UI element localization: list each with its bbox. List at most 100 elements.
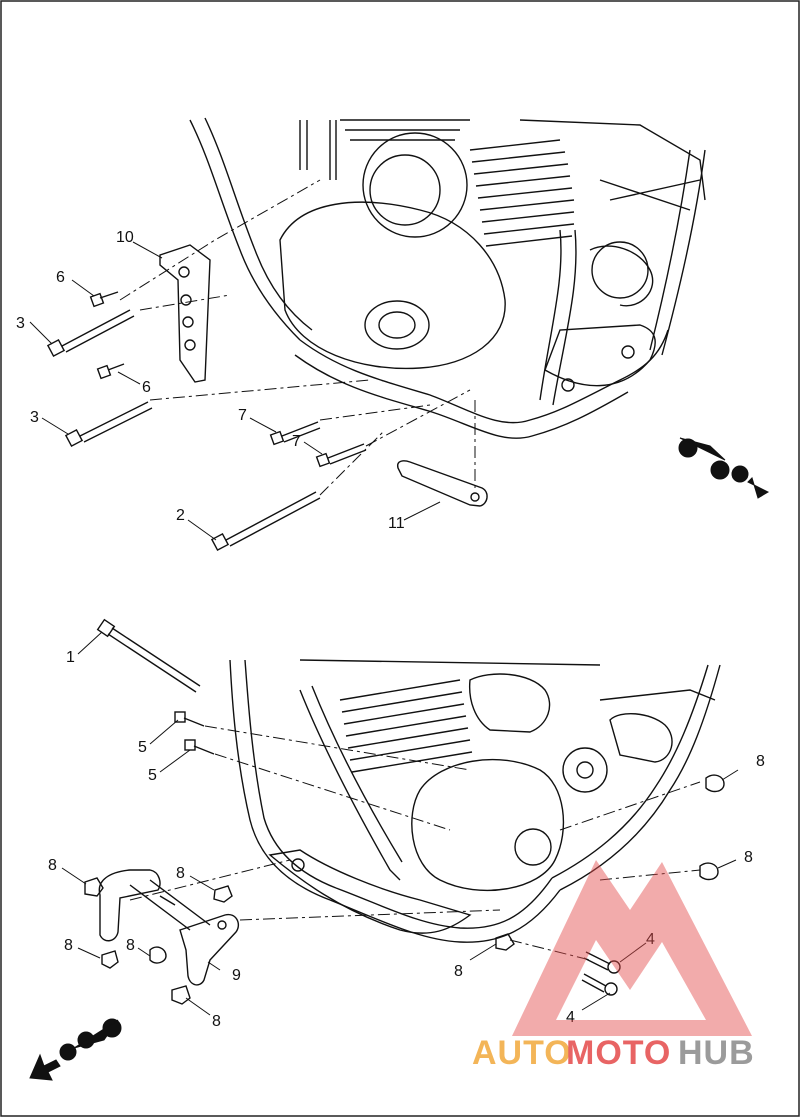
watermark-logo-triangle [512,860,752,1036]
nut-8d [149,946,167,964]
bracket-10-hole1 [178,266,190,278]
derby-cover-inner [378,311,416,339]
callout-8: 8 [212,1013,221,1030]
bolt-5b [184,739,215,755]
callout-8: 8 [64,937,73,954]
leader-lines [29,241,739,1016]
frame-lower [329,877,561,943]
engine-case [279,201,506,370]
bolt-6b [96,363,125,380]
callout-8: 8 [176,865,185,882]
bracket-left [98,869,161,942]
sprocket-bottom-hub [576,761,594,779]
callout-4: 4 [566,1009,575,1026]
callouts: 10 6 3 6 3 7 7 2 11 1 5 5 8 8 8 8 9 8 8 … [16,229,765,1030]
air-cleaner [362,132,468,238]
callout-2: 2 [176,507,185,524]
watermark-hub: HUB [678,1034,755,1072]
bolt-3a [46,309,135,358]
downtube-far [649,149,706,356]
callout-9: 9 [232,967,241,984]
nut-8g [705,774,725,793]
bolt-2 [210,491,321,552]
frame-tube-left-inner [204,117,313,331]
bolt-3b [64,401,153,448]
frame-tube-left [189,119,301,341]
callout-6: 6 [142,379,151,396]
skid-hole [561,378,575,392]
frame-main-left [229,659,337,901]
top-assembly [46,117,706,552]
nut-8b [213,885,233,903]
frame-cross [299,685,403,881]
engine-case-bottom [411,758,565,892]
lower-cradle-inner [294,354,629,439]
bracket-10-hole2 [180,294,192,306]
bracket-10-hole3 [182,316,194,328]
bolt-4b [581,973,618,996]
callout-8: 8 [454,963,463,980]
bracket-connector [129,879,211,931]
bracket-9 [179,913,240,986]
bracket-10 [159,244,211,383]
bracket-10-hole4 [184,339,196,351]
sprocket-bottom [562,747,608,793]
watermark-auto: AUTO [472,1034,572,1072]
callout-11: 11 [388,515,405,532]
automotohub-watermark: AUTO MOTO HUB [472,860,755,1072]
callout-8: 8 [48,857,57,874]
nut-8h [699,862,719,881]
callout-8: 8 [744,849,753,866]
bolt-7a [269,421,321,446]
bottom-assembly [84,618,725,1005]
callout-7: 7 [238,407,247,424]
tank-area [299,659,601,733]
bolt-7b [315,443,367,468]
skid-plate-hole [291,858,305,872]
callout-4: 4 [646,931,655,948]
bolt-4a [583,951,621,974]
watermark-moto: MOTO [566,1034,671,1072]
downtube-right [539,229,577,406]
bracket-11 [396,460,488,507]
alignment-lines-bottom [129,725,701,961]
side-components [599,689,716,763]
bolt-6a [89,291,119,308]
nut-8f [495,933,515,951]
callout-7: 7 [292,433,301,450]
lower-cradle [299,329,669,424]
cylinder-fins [469,139,575,247]
cylinder-head [340,119,470,141]
frame-post [299,120,337,180]
nut-8c [101,950,119,969]
callout-3: 3 [30,409,39,426]
frame-main-right [551,664,721,891]
bracket-9-hole [217,920,227,930]
right-components [519,119,706,307]
bracket-11-hole [470,492,480,502]
callout-8: 8 [756,753,765,770]
front-direction-icon-top [678,437,770,499]
derby-cover [364,300,430,350]
callout-1: 1 [66,649,75,666]
skid-plate [268,849,472,934]
callout-5: 5 [148,767,157,784]
cylinder-fins-bottom [339,679,473,773]
bolt-5a [174,711,205,727]
lower-skid [544,324,656,387]
callout-10: 10 [116,229,134,246]
callout-5: 5 [138,739,147,756]
alignment-lines-top [119,179,476,496]
air-cleaner-inner [369,154,441,226]
callout-6: 6 [56,269,65,286]
callout-3: 3 [16,315,25,332]
callout-8: 8 [126,937,135,954]
sprocket-top [591,241,649,299]
nut-8a [84,877,104,897]
skid-hole-2 [621,345,635,359]
bolt-1 [96,618,201,693]
front-direction-icon-bottom [29,1018,122,1081]
nut-8e [171,985,191,1005]
